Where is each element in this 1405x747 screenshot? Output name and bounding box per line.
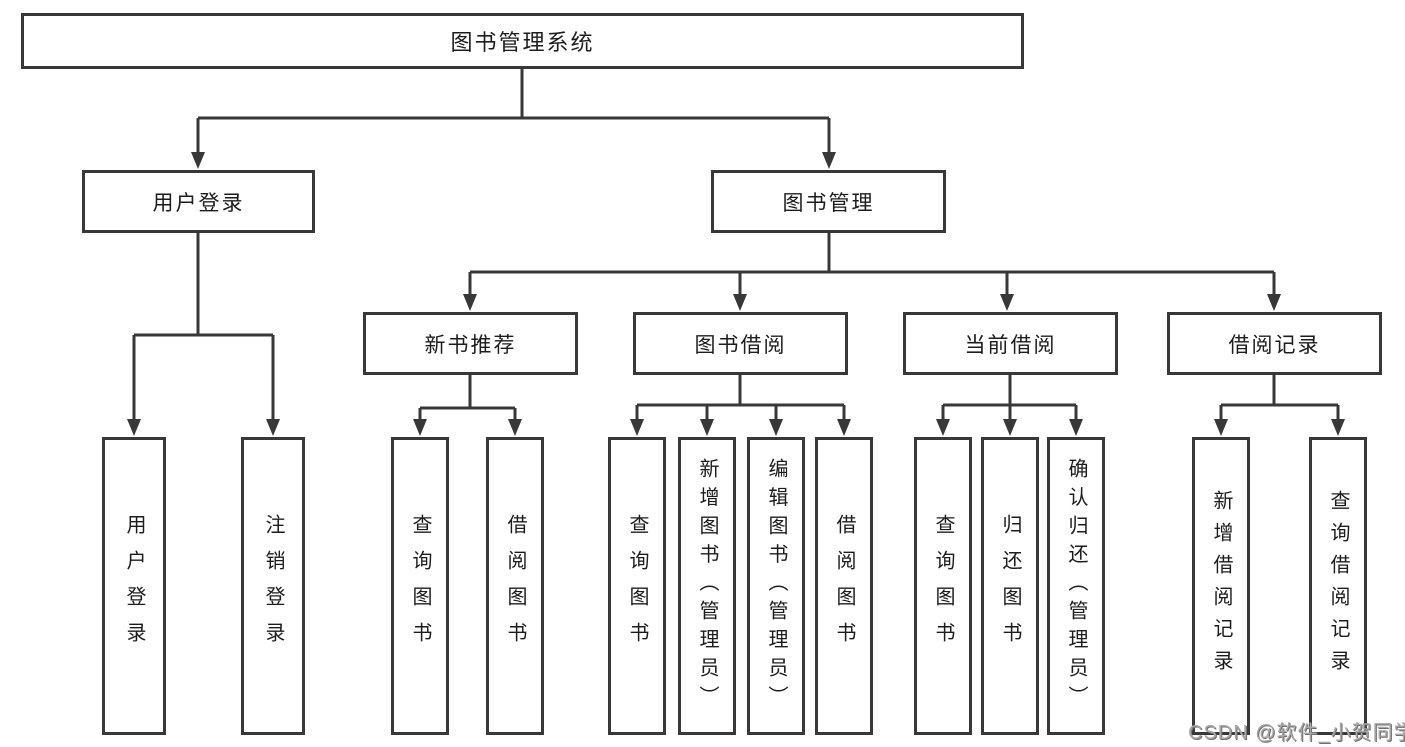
arrowhead-icon: [700, 419, 714, 436]
node-book-management: 图书管理: [711, 170, 946, 233]
node-root: 图书管理系统: [21, 13, 1024, 69]
arrowhead-icon: [936, 419, 950, 436]
node-root-label: 图书管理系统: [450, 30, 595, 55]
node-borrowing-records: 借阅记录: [1167, 312, 1382, 375]
node-new-book-recommend-label: 新书推荐: [424, 333, 517, 357]
leaf-newbooks-query-books-label: 查询图书: [409, 514, 431, 658]
leaf-borrowing-borrow-books: 借阅图书: [815, 437, 873, 735]
arrowhead-icon: [1000, 294, 1014, 311]
leaf-borrowing-add-books-admin: 新增图书（管理员）: [678, 437, 736, 735]
leaf-borrowing-edit-books-admin-label: 编辑图书（管理员）: [765, 458, 787, 714]
leaf-borrowing-edit-books-admin: 编辑图书（管理员）: [747, 437, 805, 735]
leaf-newbooks-borrow-books: 借阅图书: [486, 437, 544, 735]
arrowhead-icon: [733, 294, 747, 311]
leaf-records-query-record-label: 查询借阅记录: [1327, 490, 1349, 682]
node-current-borrowing-label: 当前借阅: [964, 333, 1057, 357]
node-book-management-label: 图书管理: [782, 191, 875, 215]
arrowhead-icon: [1003, 419, 1017, 436]
arrowhead-icon: [1214, 419, 1228, 436]
node-user-login-label: 用户登录: [152, 191, 245, 215]
leaf-borrowing-add-books-admin-label: 新增图书（管理员）: [696, 458, 718, 714]
leaf-current-return-books: 归还图书: [981, 437, 1039, 735]
leaf-user-login: 用户登录: [102, 437, 166, 735]
arrowhead-icon: [630, 419, 644, 436]
watermark-text: CSDN @软件_小贺同学: [1188, 722, 1405, 744]
leaf-newbooks-query-books: 查询图书: [391, 437, 449, 735]
arrowhead-icon: [508, 419, 522, 436]
node-new-book-recommend: 新书推荐: [363, 312, 578, 375]
leaf-borrowing-borrow-books-label: 借阅图书: [833, 514, 855, 658]
arrowhead-icon: [837, 419, 851, 436]
arrowhead-icon: [1331, 419, 1345, 436]
leaf-newbooks-borrow-books-label: 借阅图书: [504, 514, 526, 658]
node-borrowing-records-label: 借阅记录: [1228, 333, 1321, 357]
arrowhead-icon: [463, 294, 477, 311]
arrowhead-icon: [413, 419, 427, 436]
node-user-login: 用户登录: [82, 170, 315, 233]
leaf-current-confirm-return-admin: 确认归还（管理员）: [1047, 437, 1105, 735]
arrowhead-icon: [1069, 419, 1083, 436]
arrowhead-icon: [1267, 294, 1281, 311]
leaf-current-return-books-label: 归还图书: [999, 514, 1021, 658]
leaf-records-add-record: 新增借阅记录: [1192, 437, 1250, 735]
arrowhead-icon: [769, 419, 783, 436]
leaf-records-query-record: 查询借阅记录: [1309, 437, 1367, 735]
arrowhead-icon: [191, 152, 205, 169]
leaf-current-query-books-label: 查询图书: [932, 514, 954, 658]
arrowhead-icon: [822, 152, 836, 169]
leaf-borrowing-query-books-label: 查询图书: [626, 514, 648, 658]
leaf-logout: 注销登录: [241, 437, 305, 735]
arrowhead-icon: [127, 419, 141, 436]
leaf-user-login-label: 用户登录: [123, 514, 145, 658]
node-book-borrowing-label: 图书借阅: [694, 333, 787, 357]
node-book-borrowing: 图书借阅: [633, 312, 848, 375]
node-current-borrowing: 当前借阅: [903, 312, 1118, 375]
leaf-logout-label: 注销登录: [262, 514, 284, 658]
leaf-records-add-record-label: 新增借阅记录: [1210, 490, 1232, 682]
leaf-current-query-books: 查询图书: [914, 437, 972, 735]
arrowhead-icon: [266, 419, 280, 436]
leaf-current-confirm-return-admin-label: 确认归还（管理员）: [1065, 458, 1087, 714]
leaf-borrowing-query-books: 查询图书: [608, 437, 666, 735]
